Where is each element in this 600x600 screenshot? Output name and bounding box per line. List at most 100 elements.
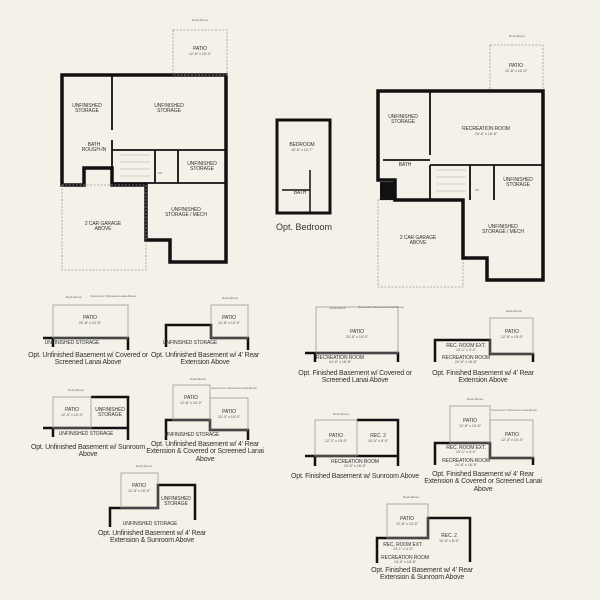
room-label: UNFINISHED STORAGE / MECH [482,224,524,236]
room-label: BATH ROUGH-IN [81,142,107,154]
room-label: UNFINISHED STORAGE [154,103,184,115]
deck-note: Deck Above [329,306,347,310]
option-caption: Opt. Unfinished Basement w/ Covered or S… [28,352,148,367]
stair-up-note: UP [474,188,480,192]
patio-dims: 12'-8" x 10'-0" [217,321,241,325]
room-dims: 13'-1" x 4'-0" [392,547,414,551]
patio-label: PATIO [65,407,79,413]
option-caption: Opt. Unfinished Basement w/ Sunroom Abov… [30,444,145,459]
patio-label: PATIO [505,329,519,335]
deck-note: Deck Above [466,397,484,401]
patio-dims: 12'-8" x 10'-0" [127,489,151,493]
patio-label: PATIO [509,63,523,69]
option-caption: Opt. Finished Basement w/ Covered or Scr… [298,370,412,385]
bedroom-dims: 10'-6" x 12'-7" [290,148,314,152]
option-caption: Opt. Unfinished Basement w/ 4' Rear Exte… [151,352,259,367]
room-label: UNFINISHED STORAGE [44,340,100,346]
bedroom-label: BEDROOM [289,142,315,148]
room-label: REC. ROOM EXT. [446,445,486,451]
rec-room-label: RECREATION ROOM [462,126,510,132]
bath-label: BATH [398,162,412,168]
patio-dims: 12'-0" x 10'-0" [60,413,84,417]
room-dims: 10'-6" x 8'-0" [438,539,460,543]
bath-label: BATH [293,190,307,196]
room-dims: 10'-6" x 8'-0" [367,439,389,443]
patio-label: PATIO [184,395,198,401]
room-label: RECREATION ROOM [442,458,490,464]
patio-dims: 20'-8" x 10'-0" [345,335,369,339]
patio-label: PATIO [132,483,146,489]
room-label: UNFINISHED STORAGE [164,432,220,438]
room-label: UNFINISHED STORAGE [58,431,114,437]
deck-note: Deck Above [135,464,153,468]
room-dims: 24'-6" x 18'-8" [454,360,478,364]
room-label: UNFINISHED STORAGE [388,114,418,126]
lanai-note: Covered or Screened Lanai Above [211,386,257,390]
opt-bedroom-title: Opt. Bedroom [275,222,333,232]
room-label: RECREATION ROOM [381,555,429,561]
option-caption: Opt. Finished Basement w/ 4' Rear Extens… [371,567,473,582]
patio-dims: 12'-8" x 10'-0" [179,401,203,405]
lanai-note: Covered or Screened Lanai Above [491,408,537,412]
patio-dims: 20'-8" x 10'-0" [78,321,102,325]
option-caption: Opt. Unfinished Basement w/ 4' Rear Exte… [98,530,206,545]
patio-dims: 12'-8" x 10'-0" [458,424,482,428]
patio-dims: 12'-8" x 10'-0" [504,69,528,73]
patio-dims: 12'-8" x 10'-0" [188,52,212,56]
option-caption: Opt. Finished Basement w/ Sunroom Above [291,473,419,480]
deck-note: Deck Above [191,18,209,22]
room-dims: 13'-1" x 4'-0" [455,450,477,454]
room-label: RECREATION ROOM [442,355,490,361]
option-caption: Opt. Unfinished Basement w/ 4' Rear Exte… [146,441,264,463]
deck-note: Deck Above [65,295,83,299]
patio-label: PATIO [222,315,236,321]
room-label: UNFINISHED STORAGE [122,521,178,527]
lanai-note: Covered or Screened Lanai Above [90,294,136,298]
lanai-note: Covered or Screened Lanai Above [358,305,404,309]
room-label: 2 CAR GARAGE ABOVE [399,235,437,247]
patio-dims: 12'-8" x 10'-0" [500,335,524,339]
patio-label: PATIO [505,432,519,438]
patio-label: PATIO [193,46,207,52]
patio-label: PATIO [350,329,364,335]
walls-finished-plan [376,89,545,282]
deck-note: Deck Above [505,309,523,313]
deck-note: Deck Above [189,377,207,381]
deck-note: Deck Above [402,495,420,499]
room-label: UNFINISHED STORAGE [503,177,533,189]
room-dims: 24'-6" x 18'-8" [393,560,417,564]
deck-note: Deck Above [508,34,526,38]
room-dims: 13'-1" x 4'-0" [455,348,477,352]
patio-label: PATIO [463,418,477,424]
walls-opt-bedroom [275,118,332,215]
room-label: 2 CAR GARAGE ABOVE [84,221,122,233]
patio-label: PATIO [83,315,97,321]
patio-dims: 12'-0" x 10'-0" [500,438,524,442]
deck-note: Deck Above [221,296,239,300]
room-label: UNFINISHED STORAGE [95,407,125,419]
room-dims: 24'-6" x 18'-8" [328,360,352,364]
patios-options [52,304,534,539]
patio-label: PATIO [222,409,236,415]
deck-note: Deck Above [67,388,85,392]
room-label: UNFINISHED STORAGE [187,161,217,173]
room-dims: 24'-6" x 18'-8" [454,463,478,467]
deck-note: Deck Above [332,412,350,416]
patio-dims: 12'-2" x 10'-0" [324,439,348,443]
room-label: RECREATION ROOM [316,355,364,361]
patio-dims: 12'-8" x 10'-0" [395,522,419,526]
room-label: REC. ROOM EXT. [446,343,486,349]
patio-dims: 12'-0" x 10'-0" [217,415,241,419]
room-label: REC. 2 [441,533,457,539]
patio-label: PATIO [329,433,343,439]
room-label: UNFINISHED STORAGE [162,340,218,346]
room-label: UNFINISHED STORAGE [161,496,191,508]
option-caption: Opt. Finished Basement w/ 4' Rear Extens… [432,370,534,385]
room-label: UNFINISHED STORAGE / MECH [165,207,207,219]
room-label: REC. 2 [370,433,386,439]
option-caption: Opt. Finished Basement w/ 4' Rear Extens… [424,471,542,493]
room-label: RECREATION ROOM [331,459,379,465]
room-dims: 24'-6" x 18'-8" [343,464,367,468]
room-label: UNFINISHED STORAGE [72,103,102,115]
